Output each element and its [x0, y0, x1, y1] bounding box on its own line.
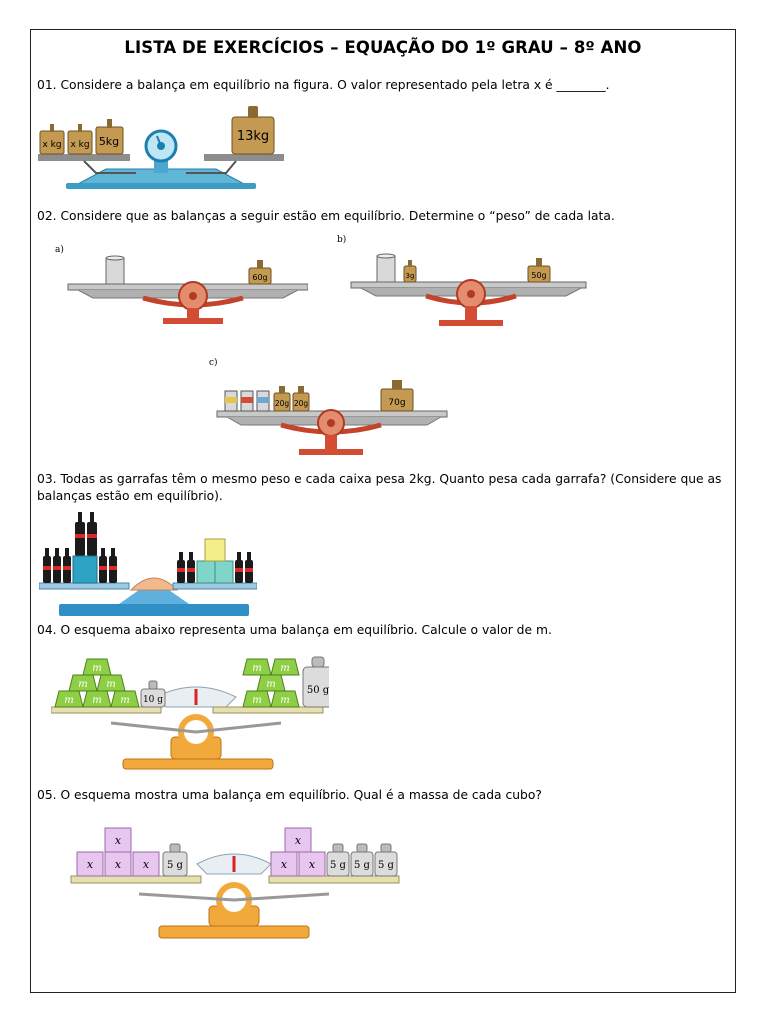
question-1-text: 01. Considere a balança em equilíbrio na…: [37, 78, 610, 92]
q2a-letter: a): [55, 244, 64, 255]
question-4-text: 04. O esquema abaixo representa uma bala…: [37, 623, 552, 637]
q1-weight-label-13kg: 13kg: [237, 129, 269, 144]
question-1-balance-figure: x kg x kg 5kg 13kg: [36, 103, 286, 197]
question-2a-balance-figure: a) 60g: [55, 244, 308, 324]
q1-weight-label-5kg: 5kg: [99, 135, 119, 148]
q5-var-x-6: x: [309, 858, 316, 871]
question-2-text: 02. Considere que as balanças a seguir e…: [37, 209, 615, 223]
q4-var-m-5: m: [106, 679, 115, 690]
q2c-weight-label-2: 20g: [294, 399, 309, 408]
q2c-letter: c): [209, 357, 218, 368]
q4-var-m-10: m: [252, 663, 261, 674]
q4-weight-50g: 50 g: [307, 685, 329, 696]
q2c-weight-label-70g: 70g: [388, 398, 405, 408]
q5-weight-right-1: 5 g: [330, 860, 347, 871]
q4-var-m-1: m: [64, 695, 73, 706]
page-title: LISTA DE EXERCÍCIOS – EQUAÇÃO DO 1º GRAU…: [124, 38, 642, 57]
q2c-weight-label-1: 20g: [275, 399, 290, 408]
q4-var-m-3: m: [120, 695, 129, 706]
question-4-balance-figure: m m m m m m 10 g m m m m m 50 g: [51, 656, 329, 770]
q2a-weight-label: 60g: [252, 273, 267, 282]
q2b-letter: b): [337, 234, 346, 245]
q5-var-x-1: x: [87, 858, 94, 871]
q4-var-m-9: m: [266, 679, 275, 690]
q4-var-m-8: m: [280, 695, 289, 706]
q5-var-x-5: x: [281, 858, 288, 871]
q1-weight-label-x1: x kg: [42, 140, 61, 150]
q4-weight-10g: 10 g: [143, 695, 163, 705]
q4-var-m-4: m: [78, 679, 87, 690]
q2b-small-weight-label: 3g: [406, 272, 415, 280]
q5-var-x-2: x: [115, 858, 122, 871]
q5-var-x-3: x: [143, 858, 150, 871]
q5-var-x-4: x: [115, 834, 122, 847]
exercise-sheet: LISTA DE EXERCÍCIOS – EQUAÇÃO DO 1º GRAU…: [30, 29, 736, 993]
question-3-balance-figure: [39, 512, 257, 616]
question-5-text: 05. O esquema mostra uma balança em equi…: [37, 788, 542, 802]
q4-var-m-2: m: [92, 695, 101, 706]
question-2b-balance-figure: b) 3g 50g: [337, 234, 587, 326]
question-5-balance-figure: x x x x 5 g x x x 5 g 5 g 5 g: [70, 827, 400, 939]
question-2c-balance-figure: c) 20g 20g 70g: [209, 357, 448, 455]
q1-weight-label-x2: x kg: [70, 140, 89, 150]
q5-weight-right-3: 5 g: [378, 860, 395, 871]
q4-var-m-11: m: [280, 663, 289, 674]
q4-var-m-6: m: [92, 663, 101, 674]
q4-var-m-7: m: [252, 695, 261, 706]
q5-weight-left: 5 g: [167, 860, 184, 871]
question-3-text: 03. Todas as garrafas têm o mesmo peso e…: [37, 472, 722, 503]
q2b-weight-label: 50g: [531, 271, 546, 280]
q5-var-x-7: x: [295, 834, 302, 847]
q5-weight-right-2: 5 g: [354, 860, 371, 871]
